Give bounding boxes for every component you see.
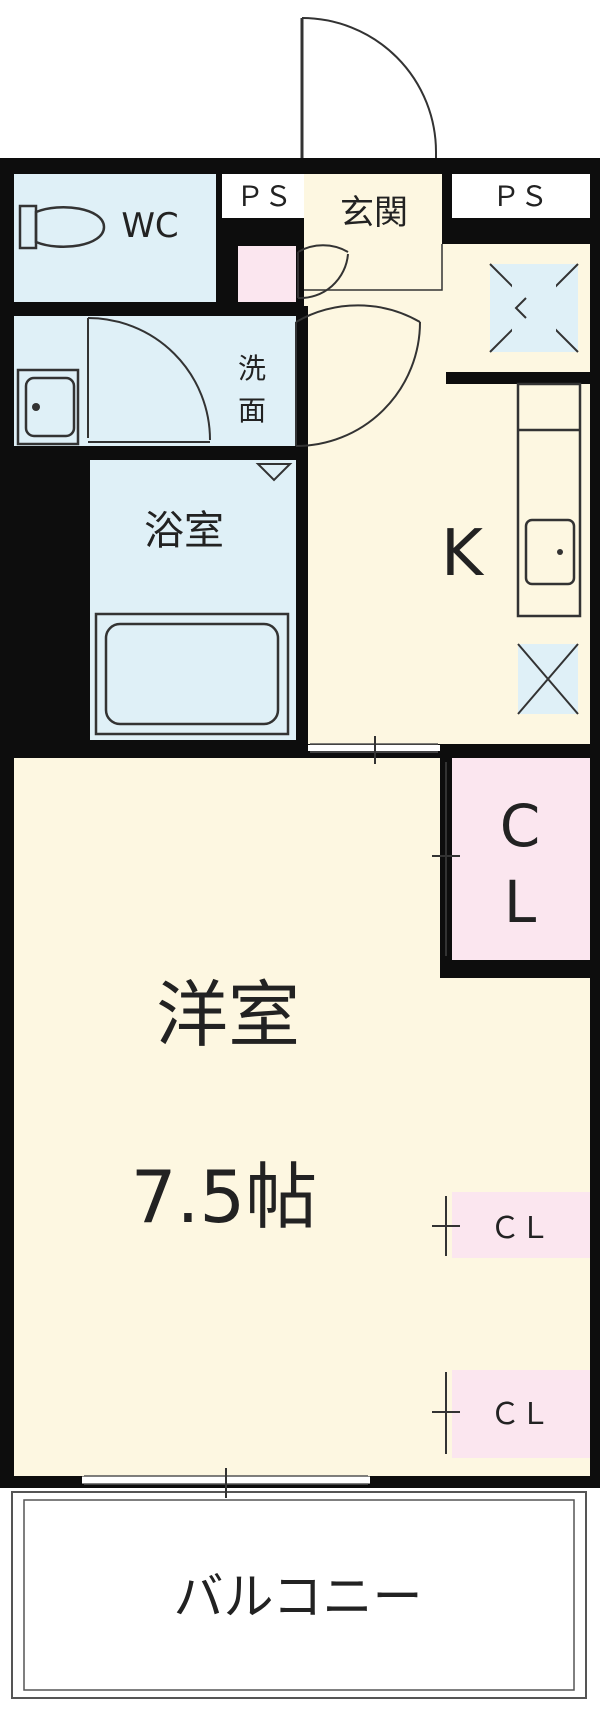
ps-right-label: ＰＳ	[492, 180, 548, 213]
toilet-icon	[18, 204, 106, 250]
senmen-label-1: 洗	[238, 352, 266, 385]
western-room-label: 洋室	[156, 973, 300, 1057]
closet-big-label-2: L	[504, 868, 536, 936]
ps-left-label: ＰＳ	[236, 180, 292, 213]
washbasin-icon	[16, 368, 80, 446]
western-room	[14, 758, 440, 1476]
kitchen-label: K	[441, 517, 485, 591]
washroom-door	[87, 317, 211, 443]
kitchen-sink-icon	[516, 382, 582, 618]
balcony-area	[11, 1491, 587, 1699]
closet-low-label: ＣＬ	[490, 1397, 550, 1432]
closet-doors	[432, 762, 460, 1454]
wc-room	[14, 174, 216, 302]
bath-label: 浴室	[144, 508, 224, 554]
entrance-door	[300, 17, 437, 160]
closet-mid	[452, 1192, 590, 1258]
closet-mid-label: ＣＬ	[490, 1211, 550, 1246]
fridge-icon	[489, 263, 579, 353]
shoe-box	[238, 246, 296, 302]
western-size-label: 7.5帖	[131, 1155, 318, 1239]
genkan-label: 玄関	[340, 193, 408, 233]
hall-door	[297, 244, 349, 300]
ps-left-room	[222, 174, 304, 218]
closet-big	[452, 758, 590, 960]
closet-low	[452, 1370, 590, 1458]
kitchen-door	[295, 304, 421, 447]
vent-icon	[255, 463, 293, 482]
bathtub-icon	[94, 612, 290, 736]
wc-label: WC	[121, 206, 178, 246]
washer-icon	[517, 643, 579, 715]
bath-room	[90, 460, 296, 740]
balcony-label: バルコニー	[174, 1568, 423, 1626]
ps-right-room	[452, 174, 590, 218]
senmen-label-2: 面	[238, 394, 266, 427]
closet-big-label-1: C	[500, 792, 541, 860]
